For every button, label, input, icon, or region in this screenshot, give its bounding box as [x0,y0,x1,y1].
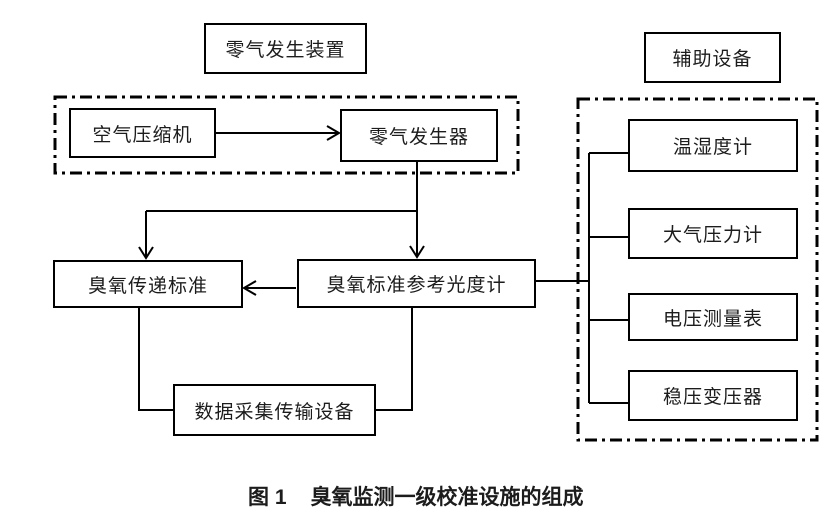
node-thermo-hygrometer: 温湿度计 [628,119,798,172]
zero-gas-group-frame [53,95,520,175]
node-ozone-standard-reference-photometer: 臭氧标准参考光度计 [297,259,536,308]
edge-photometer-to-dataacq [374,308,413,411]
edge-transfer-to-dataacq [138,308,174,411]
edge-generator-to-photometer [409,162,425,259]
group-title-auxiliary-equipment: 辅助设备 [644,32,781,83]
node-voltage-meter: 电压测量表 [628,293,798,341]
group-title-zero-gas-device: 零气发生装置 [204,23,367,74]
figure-caption-number: 图 1 [248,486,287,509]
node-zero-gas-generator: 零气发生器 [340,109,498,162]
node-data-acquisition-transmission: 数据采集传输设备 [173,384,376,436]
node-voltage-stabilizer: 稳压变压器 [628,370,798,421]
edge-compressor-to-generator [216,125,341,141]
node-barometer: 大气压力计 [628,208,798,259]
figure-caption: 图 1 臭氧监测一级校准设施的组成 [248,481,584,511]
edge-generator-to-transfer [138,210,417,260]
auxiliary-spine [588,152,628,404]
edge-photometer-to-transfer [242,280,296,296]
node-ozone-transfer-standard: 臭氧传递标准 [53,260,243,308]
figure-caption-title: 臭氧监测一级校准设施的组成 [310,486,584,509]
auxiliary-group-frame [576,97,819,442]
node-air-compressor: 空气压缩机 [69,108,216,158]
